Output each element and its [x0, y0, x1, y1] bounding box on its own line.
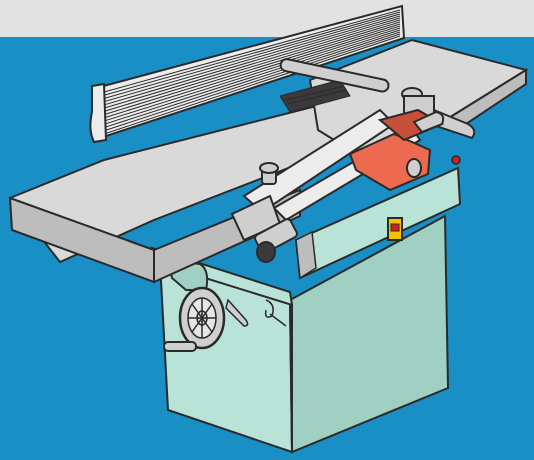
guard-handle-right [432, 108, 476, 140]
ribbed-fence [89, 4, 406, 144]
control-panel [387, 155, 461, 241]
fence-rib [103, 31, 401, 129]
power-indicator-light [451, 155, 461, 165]
cutter-guard [348, 108, 445, 192]
guard-knob-left-cap [259, 162, 279, 174]
side-plate-lip [295, 230, 317, 280]
lever-shape [225, 298, 249, 327]
fence-rib [103, 21, 401, 112]
locking-lever [225, 298, 287, 327]
fence-rib [103, 25, 401, 119]
fence-rear-rod [279, 58, 390, 93]
handwheel-spoke [191, 303, 213, 333]
fence-rib [103, 23, 401, 116]
top-band [0, 0, 534, 37]
clamp-cylinder [254, 218, 298, 263]
cutter-slot-gap [279, 79, 351, 113]
fence-rib [103, 15, 401, 103]
fence-rib [103, 33, 401, 132]
cutter-slot [279, 79, 351, 113]
fence-rib [103, 13, 401, 99]
fence-rib [103, 19, 401, 109]
cutter-guard-knob [406, 158, 422, 178]
clamp-cylinder-end [256, 241, 276, 263]
fence-rib [103, 17, 401, 106]
fence-ribs [103, 9, 401, 135]
fence-rib [103, 35, 401, 135]
stop-button [390, 223, 400, 232]
side-plate [294, 166, 462, 280]
fence-rib [103, 27, 401, 122]
handwheel-handle [163, 341, 197, 352]
hinge-mark-line [269, 313, 287, 327]
fence-rib [103, 11, 401, 96]
fence-end-bracket [89, 82, 108, 144]
cutter-guard-latch [412, 110, 445, 134]
fence-rib [103, 9, 401, 93]
handwheel [163, 286, 226, 352]
fence-rib [103, 29, 401, 125]
